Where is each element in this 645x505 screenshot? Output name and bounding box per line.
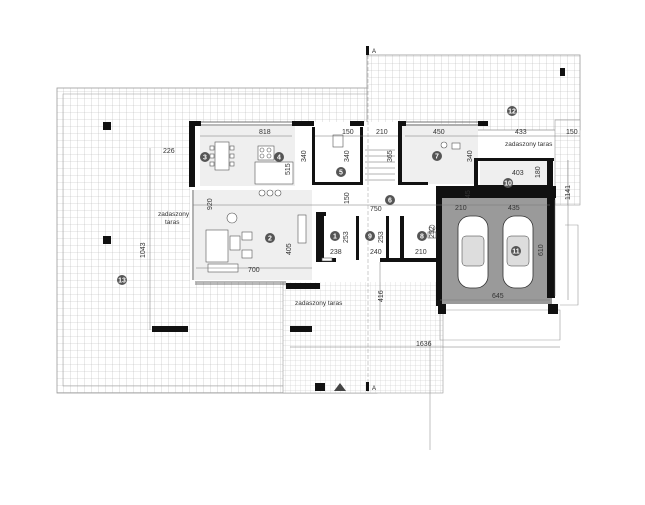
room-marker-4: 4 [274, 152, 284, 162]
svg-text:11: 11 [512, 249, 520, 256]
svg-text:3: 3 [203, 155, 207, 162]
dim-340-c: 340 [467, 150, 474, 162]
dim-45: 45 [465, 190, 472, 198]
dim-450: 450 [433, 129, 445, 136]
room-marker-8: 8 [417, 231, 427, 241]
dim-405: 405 [286, 243, 293, 255]
svg-text:13: 13 [118, 278, 126, 285]
room-marker-2: 2 [265, 233, 275, 243]
dim-210-b: 210 [455, 205, 467, 212]
terrace-label-bottom: zadaszony taras [295, 300, 343, 307]
dim-180: 180 [535, 166, 542, 178]
dim-433: 433 [515, 129, 527, 136]
section-line [366, 46, 369, 392]
dim-340-b: 340 [344, 150, 351, 162]
svg-text:10: 10 [504, 181, 512, 188]
svg-text:12: 12 [508, 109, 516, 116]
svg-text:9: 9 [368, 234, 372, 241]
section-marker-top: A [372, 49, 376, 55]
car-left [457, 215, 489, 289]
dim-1636: 1636 [416, 341, 432, 348]
terrace-bottom [282, 279, 444, 394]
house-floor [190, 122, 552, 304]
dim-645: 645 [492, 293, 504, 300]
dim-240: 240 [370, 249, 382, 256]
svg-text:4: 4 [277, 155, 281, 162]
dim-700: 700 [248, 267, 260, 274]
dim-365: 365 [387, 150, 394, 162]
svg-text:5: 5 [339, 170, 343, 177]
dim-610: 610 [538, 244, 545, 256]
room-marker-12: 12 [507, 106, 517, 116]
room-marker-1: 1 [330, 231, 340, 241]
room-marker-9: 9 [365, 231, 375, 241]
svg-text:7: 7 [435, 154, 439, 161]
dim-238: 238 [330, 249, 342, 256]
room-marker-10: 10 [503, 178, 513, 188]
dim-253-b: 253 [378, 231, 385, 243]
terrace-right-strip [554, 119, 581, 206]
dim-1141: 1141 [565, 185, 572, 200]
svg-text:1: 1 [333, 234, 337, 241]
dim-435: 435 [508, 205, 520, 212]
room-marker-3: 3 [200, 152, 210, 162]
terrace-label-left-line2: taras [165, 219, 180, 226]
dim-226: 226 [163, 148, 175, 155]
dim-515: 515 [285, 163, 292, 175]
dim-920: 920 [207, 198, 214, 210]
room-marker-5: 5 [336, 167, 346, 177]
room-marker-7: 7 [432, 151, 442, 161]
svg-text:8: 8 [420, 234, 424, 241]
dim-252: 252 [429, 226, 436, 238]
terrace-label-top-right: zadaszony taras [505, 141, 553, 148]
terrace-label-left-line1: zadaszony [158, 211, 190, 218]
driveway-outline [439, 309, 561, 341]
entrance-arrow [334, 383, 346, 391]
room-marker-6: 6 [385, 195, 395, 205]
dim-340-a: 340 [301, 150, 308, 162]
room-marker-13: 13 [117, 275, 127, 285]
stairs [365, 149, 395, 181]
dim-403: 403 [512, 170, 524, 177]
dimension-texts: 818 150 210 450 433 150 226 340 340 515 … [140, 129, 578, 348]
dim-150-b: 150 [566, 129, 578, 136]
terrace-top-right [366, 54, 581, 131]
dim-416: 416 [378, 290, 385, 302]
dim-750: 750 [370, 206, 382, 213]
room-marker-11: 11 [511, 246, 521, 256]
walls [103, 68, 565, 391]
svg-text:2: 2 [268, 236, 272, 243]
dim-210-c: 210 [415, 249, 427, 256]
driveway-edge-right [560, 224, 579, 306]
dim-1043: 1043 [140, 242, 147, 258]
dim-150-a: 150 [342, 129, 354, 136]
svg-text:6: 6 [388, 198, 392, 205]
dim-210-a: 210 [376, 129, 388, 136]
room-markers: 1 2 3 4 5 6 7 8 9 10 11 12 13 14 [117, 106, 521, 285]
dim-818: 818 [259, 129, 271, 136]
dimension-lines [149, 135, 580, 348]
section-marker-bottom: A [372, 386, 376, 392]
dim-253-a: 253 [343, 231, 350, 243]
dim-150-c: 150 [344, 192, 351, 204]
